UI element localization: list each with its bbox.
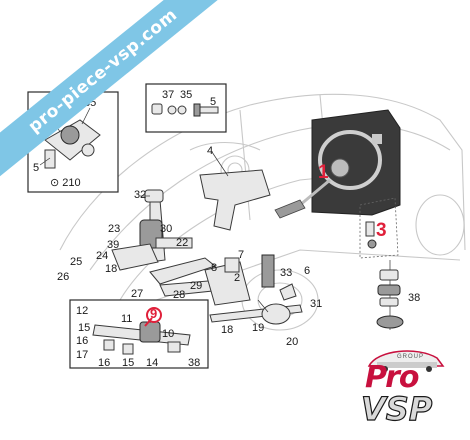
callout-10: 10 [162,328,174,340]
steering-wheel-panel [274,109,401,219]
callout-14: 14 [146,357,158,369]
callout-15-a: 15 [78,322,90,334]
callout-24: 24 [96,250,108,262]
callout-39: 39 [107,239,119,251]
inset-part-3 [359,197,399,259]
callout-22: 22 [176,237,188,249]
callout-18-a: 18 [105,263,117,275]
callout-9-highlight: 9 [150,306,157,321]
callout-1-highlight: 1 [318,162,329,183]
steering-column-assembly [111,189,223,297]
logo-vsp-text: VSP [360,389,433,428]
strut-mount-part-38 [376,260,404,330]
car-body-outline [59,93,466,331]
callout-11: 11 [121,313,132,325]
callout-16-a: 16 [76,335,88,347]
callout-38-a: 38 [408,292,420,304]
callout-15-b: 15 [122,357,134,369]
callout-4: 4 [207,145,213,157]
callout-38-b: 38 [188,357,200,369]
callout-5-b: 5 [210,96,216,108]
callout-7: 7 [238,249,244,261]
provsp-logo: GROUP Pro VSP [357,350,457,432]
callout-2: 2 [234,272,240,284]
callout-19: 19 [252,322,264,334]
callout-3-highlight: 3 [376,220,387,241]
inset-steering-rack [69,299,209,369]
callout-16-b: 16 [98,357,110,369]
callout-33: 33 [280,267,292,279]
callout-25: 25 [70,256,82,268]
callout-6: 6 [304,265,310,277]
callout-8: 8 [211,262,217,274]
callout-18-b: 18 [221,324,233,336]
car-logo-icon [367,350,445,372]
callout-37: 37 [162,89,174,101]
callout-26: 26 [57,271,69,283]
callout-30: 30 [160,223,172,235]
callout-31: 31 [310,298,322,310]
callout-29: 29 [190,280,202,292]
shaft-cover-part-4 [199,151,271,231]
callout-12: 12 [76,305,88,317]
callout-20: 20 [286,336,298,348]
callout-35-c: 35 [180,89,192,101]
callout-17: 17 [76,349,88,361]
callout-23: 23 [108,223,120,235]
logo-group-tag: GROUP [397,354,425,360]
callout-32: 32 [134,189,146,201]
callout-27: 27 [131,288,143,300]
inset-bolts [145,83,227,133]
logo-pro-text: Pro [365,360,419,395]
front-suspension-assembly [204,254,303,325]
callout-28: 28 [173,289,185,301]
callout-5-a: 5 [33,162,39,174]
callout-210: ⊙ 210 [50,177,81,189]
